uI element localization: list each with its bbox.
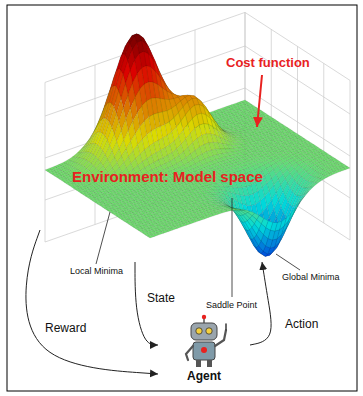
robot-eye bbox=[196, 328, 202, 334]
robot-finger bbox=[225, 324, 227, 330]
surface-facet bbox=[293, 202, 300, 214]
robot-head bbox=[191, 323, 217, 340]
point-label: Saddle Point bbox=[206, 300, 257, 310]
robot-antenna-tip bbox=[202, 315, 206, 319]
axis-grid-line bbox=[45, 130, 245, 200]
robot-leg bbox=[196, 360, 201, 367]
surface-facet bbox=[243, 210, 250, 212]
point-label: Local Minima bbox=[70, 266, 123, 276]
frame bbox=[7, 5, 357, 391]
flow-arrow bbox=[26, 230, 158, 374]
robot-eye bbox=[206, 328, 212, 334]
leader-line bbox=[96, 212, 110, 264]
robot-light bbox=[201, 347, 207, 353]
region-title: Environment: Model space bbox=[72, 168, 263, 185]
robot-arm bbox=[215, 330, 226, 346]
cost-surface bbox=[45, 34, 350, 257]
surface-facet bbox=[316, 179, 323, 183]
agent-label: Agent bbox=[187, 370, 221, 384]
axis-grid-line bbox=[350, 80, 351, 240]
edge-label: Action bbox=[284, 318, 319, 332]
robot-icon bbox=[158, 314, 250, 370]
robot-body bbox=[193, 342, 215, 360]
surface-facet bbox=[298, 196, 305, 206]
leader-line bbox=[276, 254, 300, 270]
surface-facet bbox=[148, 235, 155, 238]
robot-leg bbox=[207, 360, 212, 367]
surface-facet bbox=[307, 187, 314, 193]
edge-label: Reward bbox=[44, 322, 87, 336]
axis-grid-line bbox=[323, 63, 324, 223]
axis-grid-line bbox=[45, 82, 46, 242]
axis-grid-line bbox=[245, 12, 350, 80]
environment-region: Environment: Model space bbox=[40, 10, 352, 262]
callout-label: Cost function bbox=[226, 56, 310, 71]
surface-facet bbox=[311, 183, 318, 188]
leader-line bbox=[232, 198, 233, 297]
agent-figure: Agent bbox=[158, 314, 250, 386]
axis-grid-line bbox=[245, 130, 350, 198]
edge-label: State bbox=[146, 292, 176, 306]
robot-arm bbox=[186, 346, 193, 360]
surface-facet bbox=[289, 208, 296, 221]
axes-box bbox=[45, 12, 350, 242]
cost-arrow bbox=[257, 75, 262, 127]
point-label: Global Minima bbox=[282, 272, 340, 282]
